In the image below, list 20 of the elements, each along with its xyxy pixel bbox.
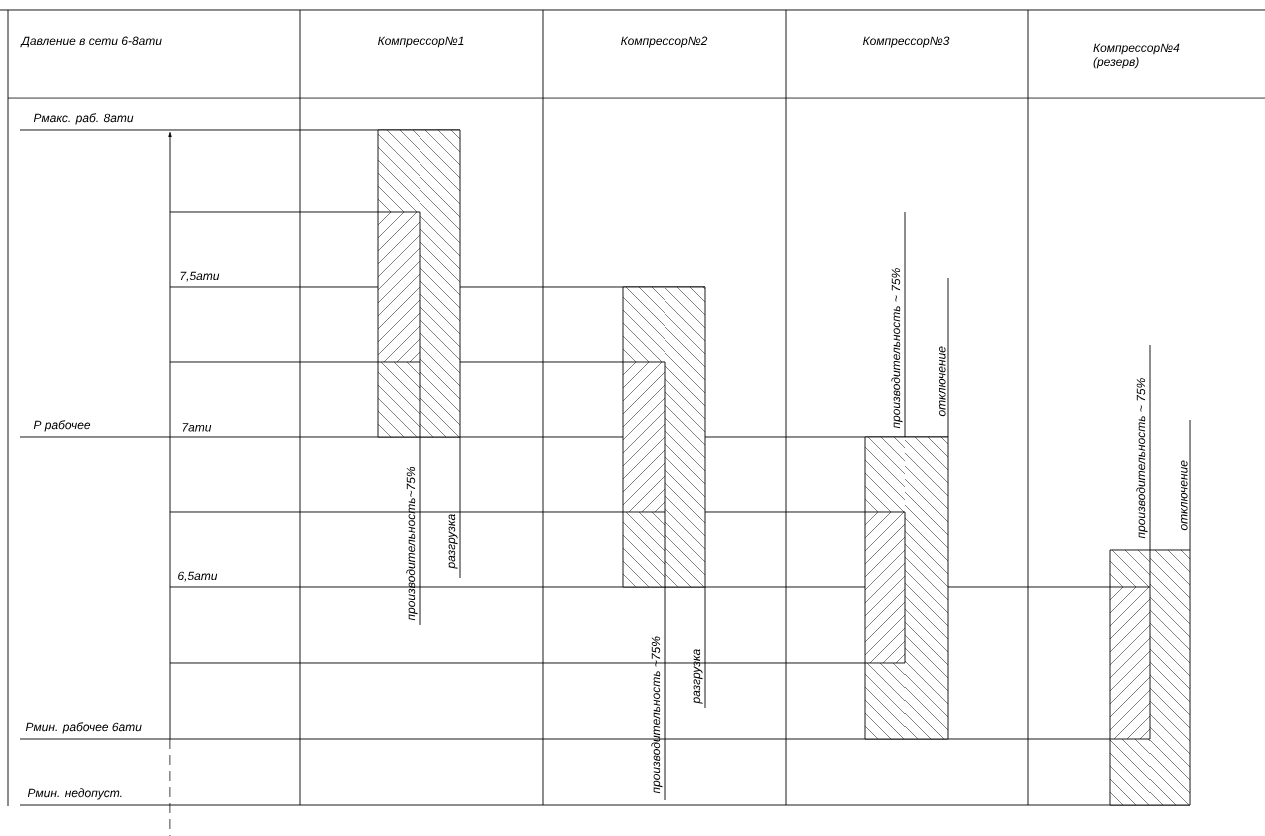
pressure-label: 6,5ати xyxy=(178,571,218,582)
rotated-label: отключение xyxy=(939,346,946,417)
rotated-label: разгрузка xyxy=(448,514,458,569)
column-header: Компрессор№3 xyxy=(863,36,950,48)
pressure-label: Рмин. рабочее 6ати xyxy=(25,722,142,734)
rotated-label: производительность ~ 75% xyxy=(1136,378,1148,539)
pressure-label: 7,5ати xyxy=(180,271,220,282)
pressure-label: 7ати xyxy=(182,423,212,432)
column-header: Компрессор№2 xyxy=(621,36,708,48)
rotated-label: производительность~75% xyxy=(406,466,418,621)
pressure-label: Р рабочее xyxy=(33,420,91,432)
rotated-label: отключение xyxy=(1181,460,1188,531)
column-header: Компрессор№1 xyxy=(378,36,464,48)
column-header: Компрессор№4 (резерв) xyxy=(1093,43,1180,69)
column-header: Давление в сети 6-8ати xyxy=(20,36,162,48)
rotated-label: производительность ~ 75% xyxy=(891,268,903,429)
pressure-label: Рмин. недопуст. xyxy=(27,788,122,800)
rotated-label: производительность ~75% xyxy=(651,636,663,794)
pressure-label: Рмакс. раб. 8ати xyxy=(33,113,134,125)
rotated-label: разгрузка xyxy=(693,649,703,704)
